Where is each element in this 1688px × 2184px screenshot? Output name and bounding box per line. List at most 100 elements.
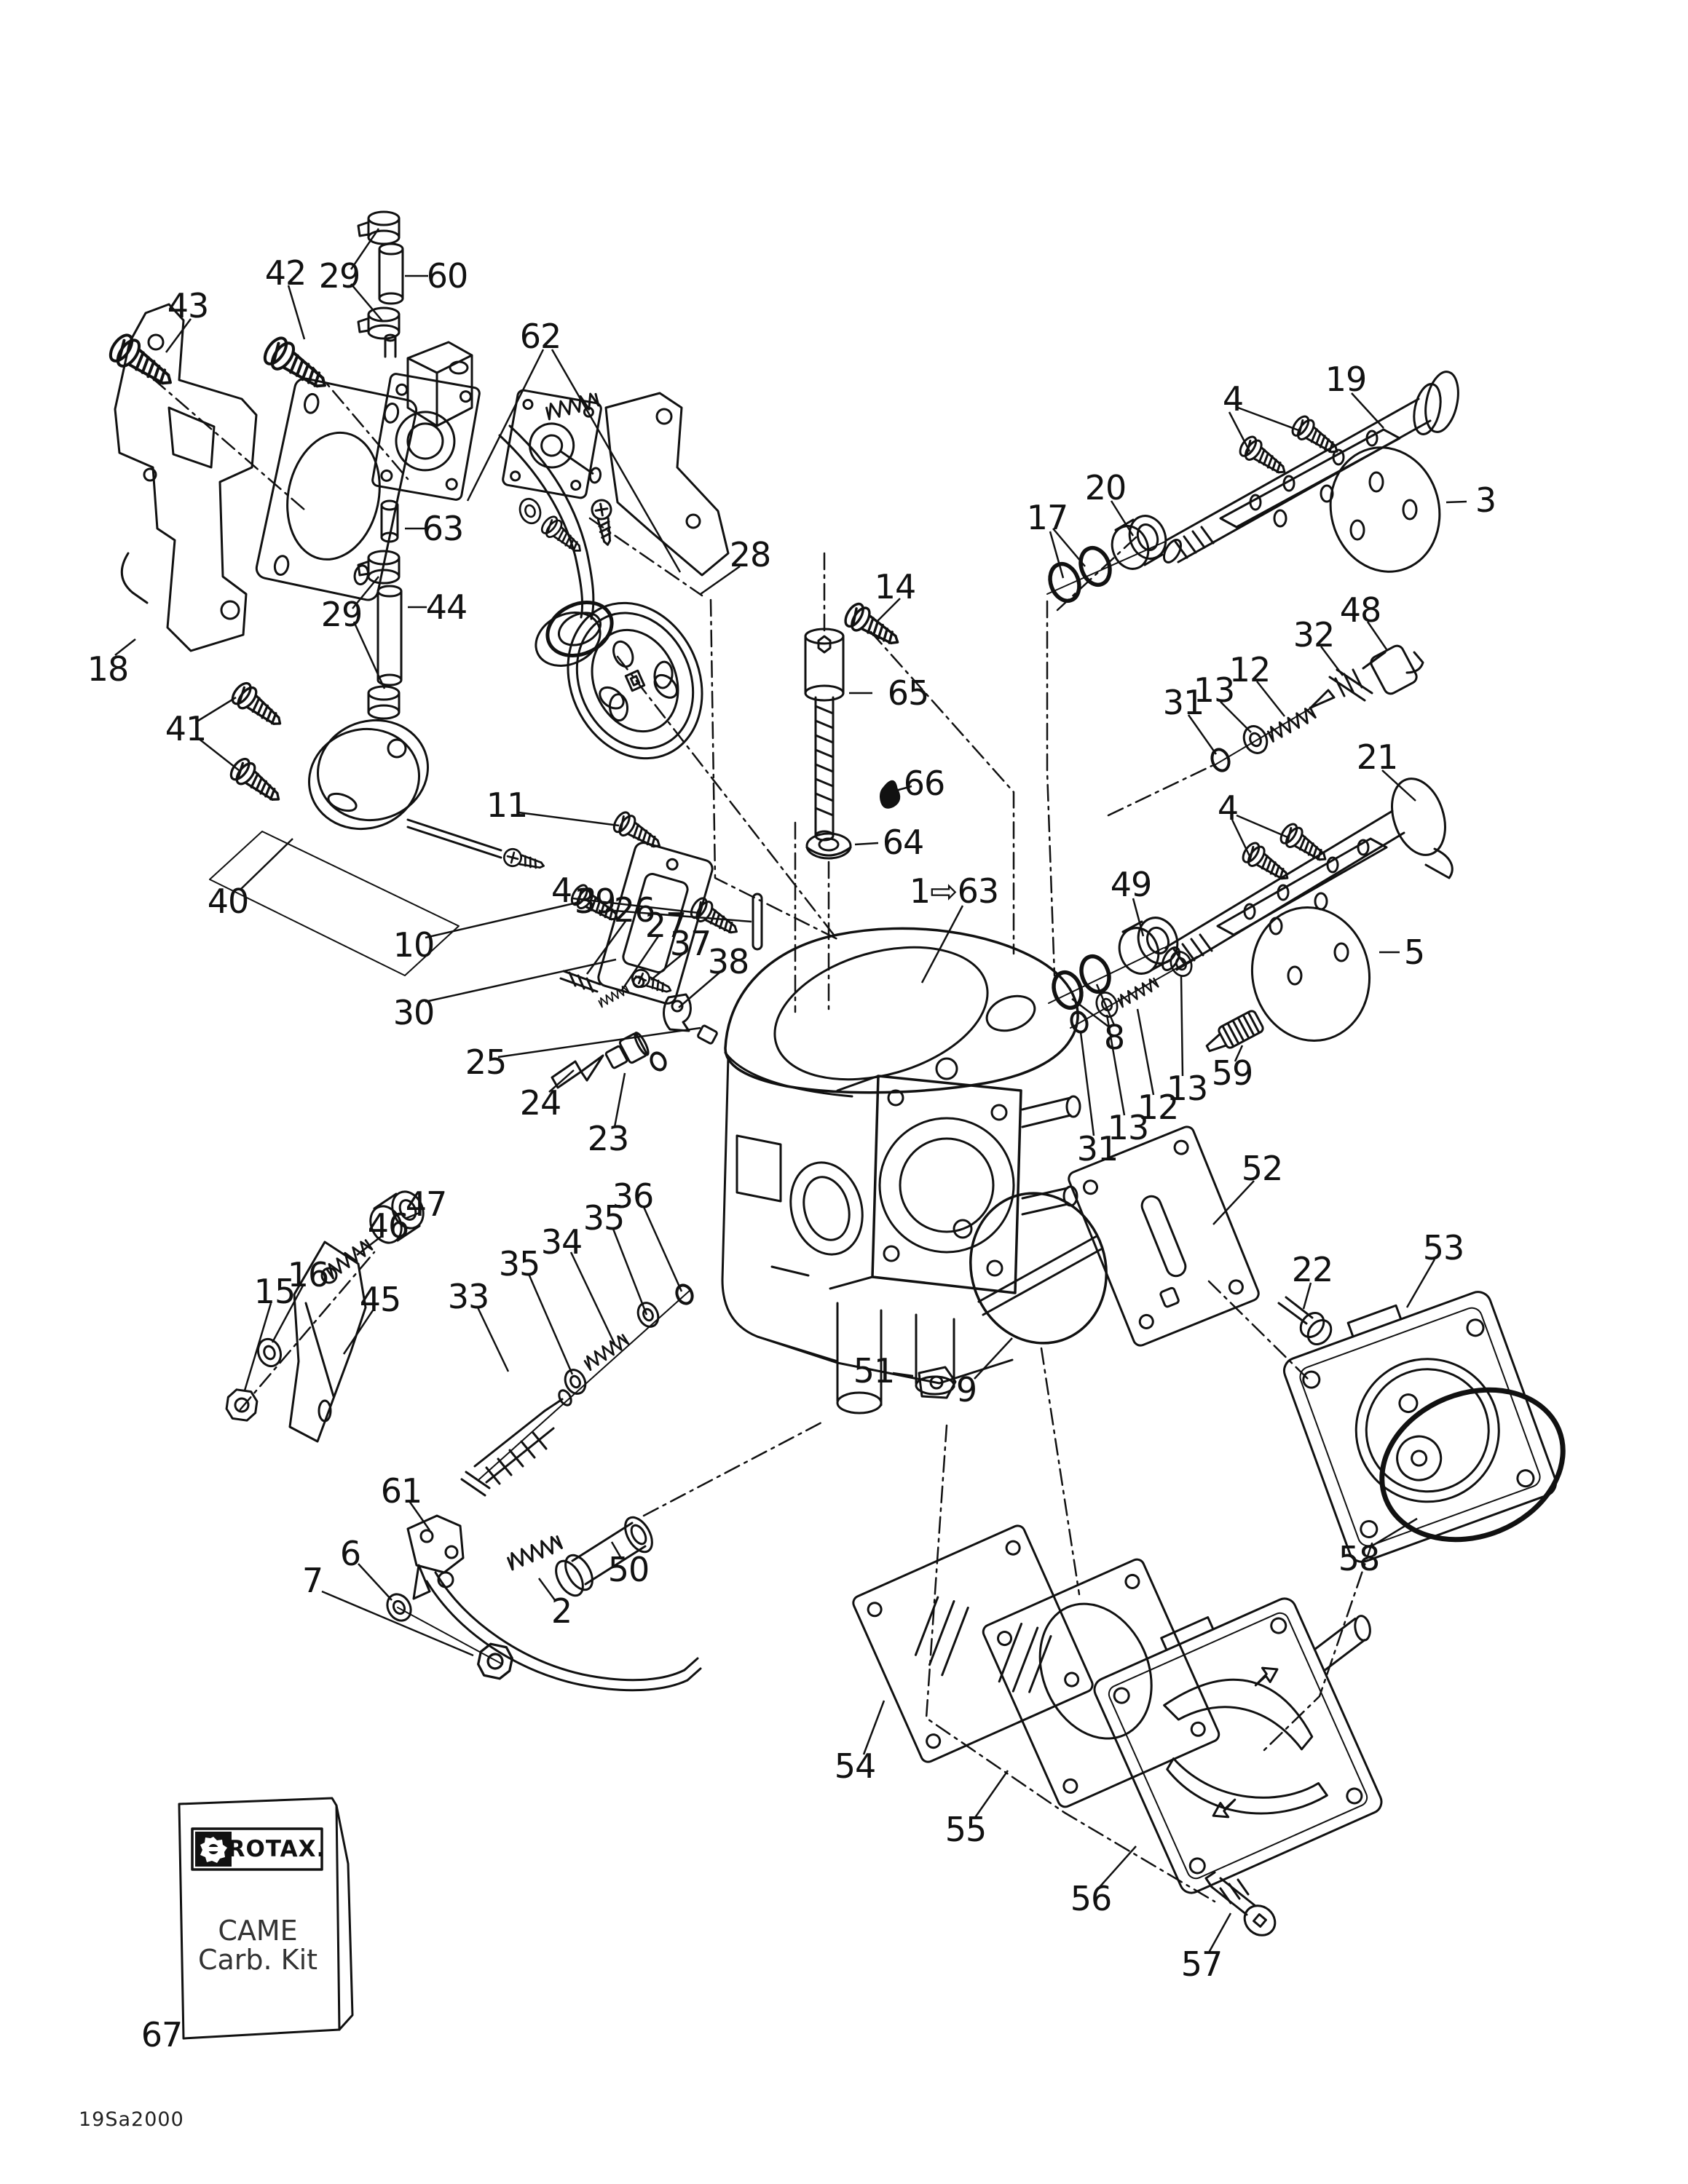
part-label-29-7: 29 — [320, 595, 363, 634]
cam-40 — [209, 678, 547, 976]
part-label-26-42: 26 — [613, 890, 656, 930]
part-label-15-52: 15 — [253, 1272, 296, 1311]
leader-38-45 — [678, 972, 720, 1008]
fuel-drop-66 — [880, 780, 901, 809]
part-label-24-47: 24 — [519, 1083, 562, 1123]
part-label-11-37: 11 — [486, 786, 529, 825]
part-label-21-26: 21 — [1356, 737, 1399, 777]
part-label-22-62: 22 — [1291, 1250, 1334, 1289]
axis-lines — [397, 541, 1317, 1665]
train-lower — [1070, 947, 1264, 1053]
part-label-42-1: 42 — [264, 253, 307, 293]
part-label-16-51: 16 — [287, 1255, 330, 1294]
part-label-38-45: 38 — [707, 942, 750, 981]
part-label-12-35: 12 — [1137, 1088, 1180, 1127]
leader-21-26 — [1381, 769, 1416, 802]
leader-62-4 — [466, 349, 545, 502]
drawing-code: 19Sa2000 — [79, 2108, 184, 2131]
leader-57-73 — [1207, 1912, 1232, 1953]
plate-54 — [852, 1524, 1094, 1763]
plate-55 — [982, 1558, 1220, 1808]
leader-50-69 — [610, 1541, 623, 1560]
leader-59-32 — [1234, 1045, 1244, 1062]
part-label-5-30: 5 — [1403, 933, 1425, 972]
leader-7-67 — [321, 1590, 474, 1657]
leader-6-66 — [358, 1563, 393, 1601]
leader-61-65 — [408, 1500, 431, 1531]
bracket-18 — [114, 303, 258, 652]
part-label-52-61: 52 — [1241, 1149, 1284, 1188]
o-rings-17 — [1048, 545, 1112, 604]
leader-16-51 — [271, 1285, 304, 1343]
leader-42-1 — [287, 285, 306, 340]
leader-28-11 — [700, 565, 741, 596]
part-label-36-54: 36 — [612, 1176, 655, 1216]
part-label-4-29: 4 — [1217, 788, 1239, 828]
part-label-9-60: 9 — [955, 1370, 977, 1409]
part-label-59-32: 59 — [1211, 1053, 1254, 1093]
leader-31-25 — [1187, 714, 1218, 755]
cover-56 — [1093, 1597, 1383, 1894]
leader-58-64 — [1368, 1517, 1418, 1549]
kit-name-line2: Carb. Kit — [197, 1944, 318, 1976]
part-label-20-19: 20 — [1084, 468, 1127, 507]
part-label-47-49: 47 — [405, 1184, 448, 1224]
part-label-13-34: 13 — [1107, 1108, 1150, 1147]
part-label-40-10: 40 — [207, 882, 250, 921]
part-label-62-4: 62 — [519, 317, 562, 356]
leader-17-20 — [1049, 531, 1065, 579]
leader-15-52 — [243, 1302, 272, 1391]
leader-24-47 — [548, 1069, 575, 1093]
leader-41-9 — [197, 737, 240, 771]
part-label-65-13: 65 — [887, 673, 930, 713]
part-label-14-12: 14 — [874, 567, 917, 606]
part-label-4-17: 4 — [1222, 379, 1244, 419]
leader-47-49 — [404, 1211, 420, 1220]
part-label-48-21: 48 — [1339, 590, 1382, 630]
leader-33-58 — [476, 1307, 510, 1372]
leader-13-34 — [1105, 1014, 1126, 1116]
leader-4-17 — [1237, 406, 1301, 432]
part-label-34-56: 34 — [540, 1222, 583, 1262]
part-label-50-69: 50 — [607, 1550, 650, 1589]
leader-54-70 — [862, 1700, 886, 1755]
part-label-163-28: 1⇨63 — [909, 871, 999, 911]
leader-43-0 — [165, 318, 192, 353]
leader-23-48 — [613, 1072, 626, 1128]
leader-29-2 — [350, 283, 384, 323]
diaphragm-9 — [969, 1192, 1108, 1345]
train-45 — [224, 1190, 425, 1443]
rotax-brand-text: ROTAX. — [227, 1836, 326, 1862]
leader-163-28 — [920, 905, 964, 984]
part-label-18-8: 18 — [87, 649, 130, 689]
part-label-19-16: 19 — [1325, 360, 1368, 399]
part-label-35-55: 35 — [583, 1198, 626, 1238]
pulley-28 — [567, 601, 703, 760]
disc-3 — [1329, 446, 1441, 573]
center-lines — [151, 366, 1373, 1903]
leader-46-50 — [356, 1235, 382, 1256]
part-label-49-27: 49 — [1110, 865, 1153, 904]
part-label-30-39: 30 — [393, 993, 435, 1032]
part-label-3-18: 3 — [1475, 480, 1496, 520]
leader-48-21 — [1366, 621, 1388, 650]
choke-61 — [382, 1514, 702, 1692]
leader-19-16 — [1351, 392, 1384, 429]
part-label-57-73: 57 — [1180, 1944, 1223, 1984]
part-label-67-74: 67 — [141, 2015, 184, 2054]
leader-34-56 — [569, 1251, 616, 1345]
leader-27-43 — [620, 935, 660, 991]
leader-26-42 — [585, 919, 628, 975]
part-label-31-25: 31 — [1162, 683, 1205, 722]
bolt-65 — [804, 628, 845, 842]
leader-35-57 — [527, 1273, 574, 1375]
part-label-35-57: 35 — [498, 1244, 541, 1283]
part-label-32-22: 32 — [1293, 615, 1336, 654]
leader-40-10 — [240, 838, 293, 890]
part-label-61-65: 61 — [380, 1471, 423, 1511]
part-label-64-15: 64 — [882, 823, 925, 862]
part-label-31-33: 31 — [1076, 1129, 1119, 1168]
shaft-19 — [1162, 371, 1459, 563]
